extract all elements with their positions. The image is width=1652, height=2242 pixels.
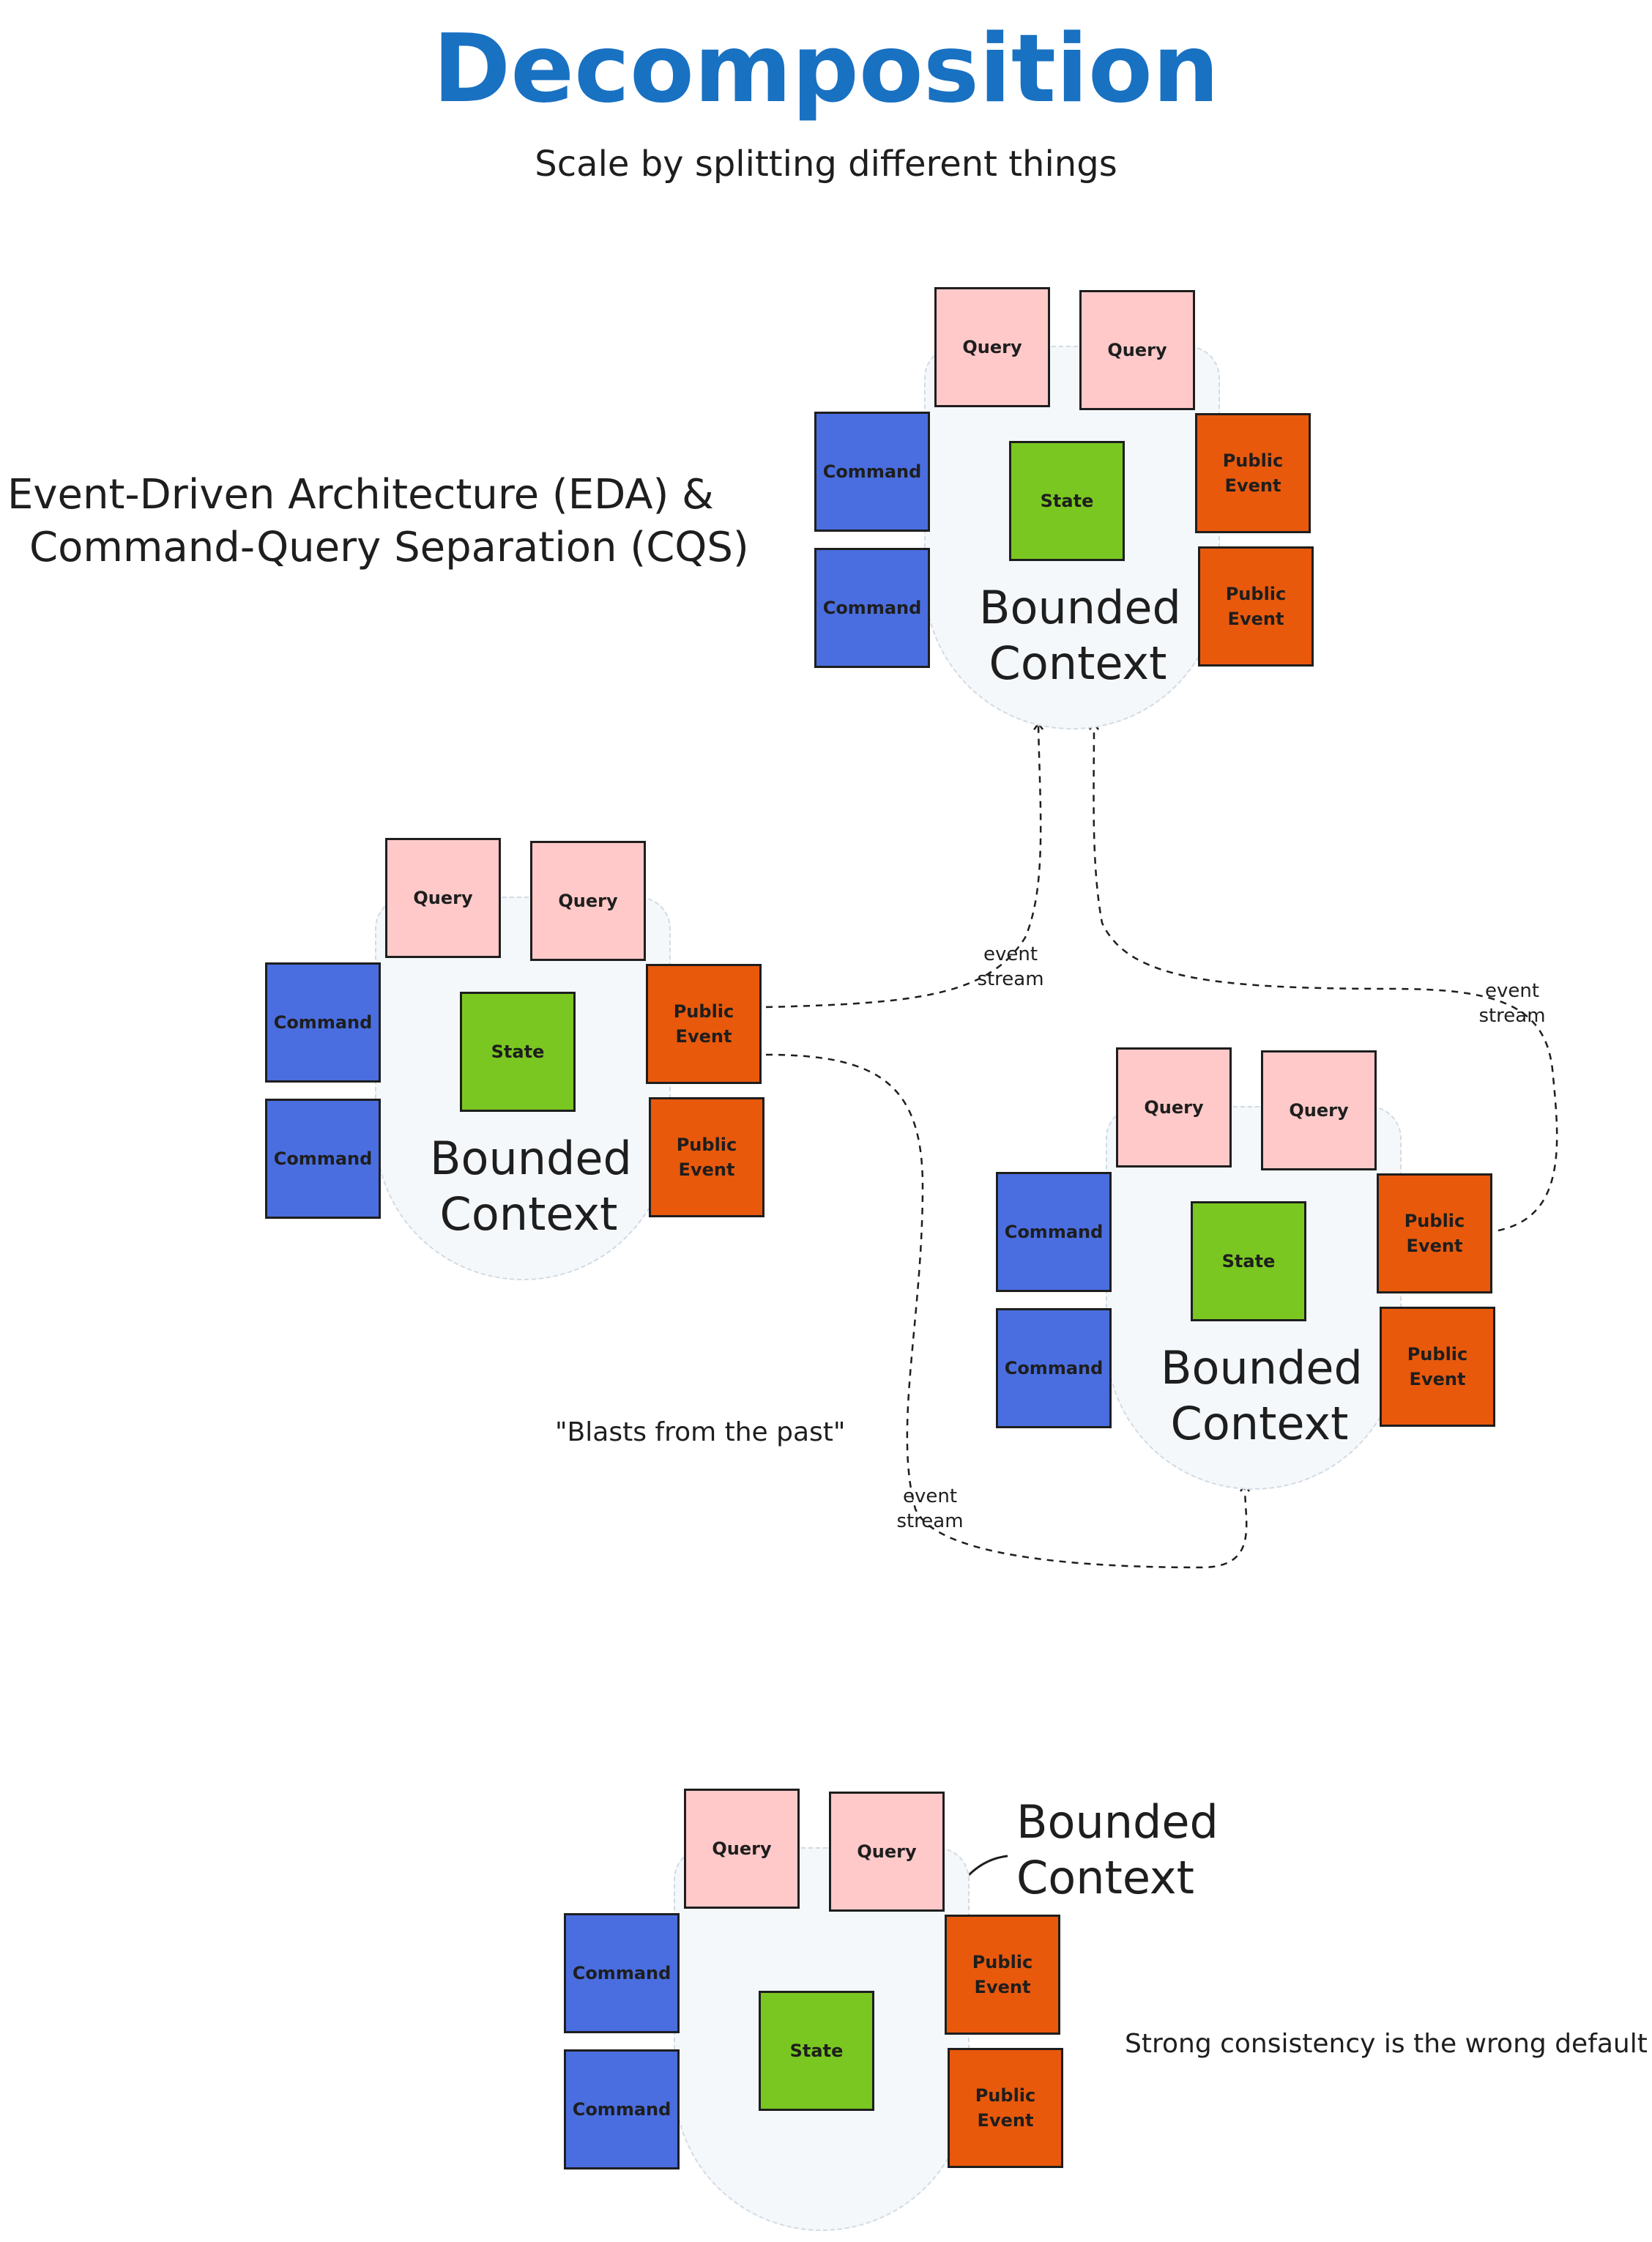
state-box: State (1191, 1201, 1306, 1321)
command-box: Command (265, 962, 381, 1083)
command-box: Command (996, 1172, 1112, 1292)
diagram-title: Decomposition (433, 15, 1219, 124)
command-box: Command (564, 1913, 680, 2033)
heading-line-1: Event-Driven Architecture (EDA) & (7, 471, 714, 519)
command-box: Command (814, 412, 930, 532)
note-strong-consistency: Strong consistency is the wrong default (1125, 2029, 1648, 2059)
query-box: Query (1079, 290, 1195, 410)
note-blasts-from-the-past: "Blasts from the past" (555, 1417, 846, 1447)
state-box: State (1009, 441, 1125, 561)
diagram-subtitle: Scale by splitting different things (535, 144, 1117, 185)
bounded-context-bottom: Query Query Command Command State Public… (564, 1789, 1084, 2242)
bounded-context-left: Query Query Command Command State Public… (265, 838, 785, 1292)
query-box: Query (684, 1789, 800, 1909)
command-box: Command (564, 2049, 680, 2169)
bounded-context-top: Query Query Command Command State Public… (814, 287, 1334, 741)
query-box: Query (934, 287, 1050, 407)
heading-line-2: Command-Query Separation (CQS) (29, 524, 749, 571)
state-box: State (460, 992, 576, 1112)
query-box: Query (829, 1792, 945, 1912)
state-box: State (759, 1991, 874, 2111)
command-box: Command (265, 1099, 381, 1219)
query-box: Query (1116, 1047, 1232, 1168)
query-box: Query (1261, 1050, 1377, 1170)
query-box: Query (385, 838, 501, 958)
bounded-context-right: Query Query Command Command State Public… (996, 1047, 1516, 1502)
command-box: Command (996, 1308, 1112, 1428)
query-box: Query (530, 841, 646, 961)
command-box: Command (814, 548, 930, 668)
